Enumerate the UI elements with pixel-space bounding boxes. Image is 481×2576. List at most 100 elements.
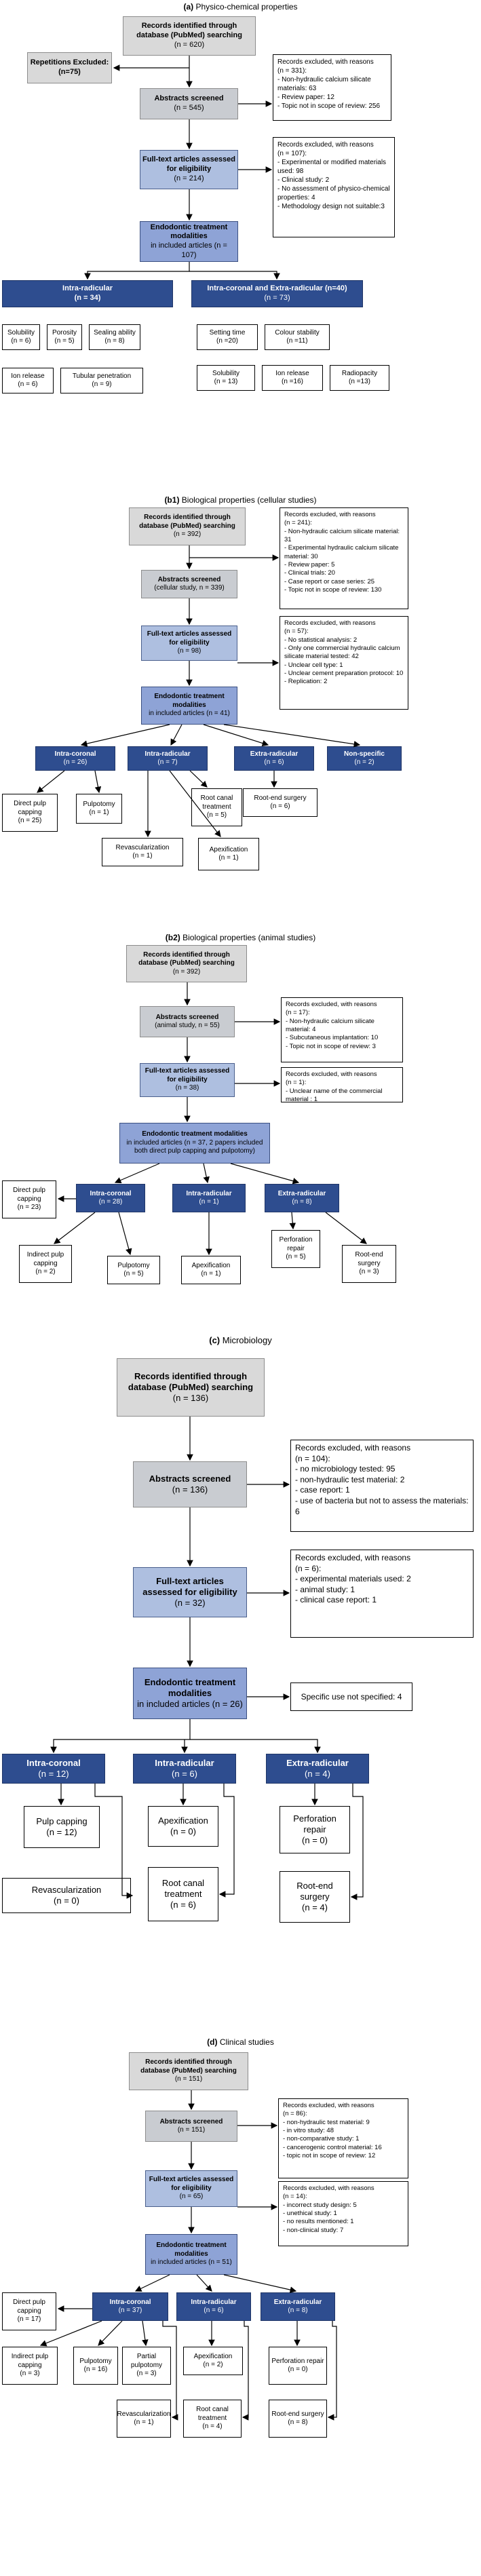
leaf-root-canal-treatment: Root canal treatment(n = 5) <box>191 788 242 826</box>
section-heading: Clinical studies <box>219 2037 274 2047</box>
section-heading: Biological properties (animal studies) <box>182 933 316 942</box>
category-extra-radicular: Extra-radicular(n = 8) <box>261 2292 335 2321</box>
records-identified-box: Records identified through database (Pub… <box>126 945 247 982</box>
section-d: (d) Clinical studies Records identified … <box>0 2037 481 2576</box>
category-intra-radicular: Intra-radicular(n = 7) <box>128 746 208 771</box>
fulltext-assessed-box: Full-text articles assessed for eligibil… <box>141 626 237 661</box>
leaf-root-end-surgery: Root-end surgery(n = 4) <box>280 1871 350 1923</box>
abstracts-screened-box: Abstracts screened (cellular study, n = … <box>141 570 237 598</box>
abstracts-screened-box: Abstracts screened (animal study, n = 55… <box>140 1006 235 1037</box>
fulltext-assessed-box: Full-text articles assessed for eligibil… <box>140 150 238 189</box>
repetitions-excluded-box: Repetitions Excluded: (n=75) <box>27 52 112 83</box>
leaf-root-end-surgery: Root-end surgery(n = 3) <box>342 1245 396 1283</box>
leaf-sealing-ability: Sealing ability(n = 8) <box>89 324 140 350</box>
section-label: (d) <box>207 2037 218 2047</box>
leaf-solubility-2: Solubility(n = 13) <box>197 365 255 391</box>
section-title: (b2) Biological properties (animal studi… <box>0 933 481 942</box>
exclusion-box-2: Records excluded, with reasons (n = 57):… <box>280 616 408 710</box>
records-identified-box: Records identified through database (Pub… <box>129 2052 248 2090</box>
leaf-apexification: Apexification(n = 1) <box>198 838 259 870</box>
fulltext-assessed-box: Full-text articles assessed for eligibil… <box>133 1567 247 1617</box>
endodontic-modalities-box: Endodontic treatment modalities in inclu… <box>145 2234 237 2275</box>
section-heading: Microbiology <box>222 1335 272 1345</box>
leaf-root-canal-treatment: Root canal treatment(n = 6) <box>148 1867 218 1921</box>
section-a: (a) Physico-chemical properties Records … <box>0 0 481 495</box>
leaf-revascularization: Revascularization(n = 1) <box>102 838 183 866</box>
section-title: (d) Clinical studies <box>0 2037 481 2047</box>
section-title: (a) Physico-chemical properties <box>0 2 481 12</box>
category-intra-radicular: Intra-radicular(n = 6) <box>133 1754 236 1784</box>
leaf-pulpotomy: Pulpotomy(n = 1) <box>76 794 122 824</box>
exclusion-box-2: Records excluded, with reasons (n = 107)… <box>273 137 395 237</box>
exclusion-box-2: Records excluded, with reasons (n = 14):… <box>278 2181 408 2246</box>
endodontic-modalities-box: Endodontic treatment modalities in inclu… <box>140 221 238 262</box>
exclusion-box-2: Records excluded, with reasons (n = 1): … <box>281 1067 403 1102</box>
leaf-ion-release-2: Ion release(n =16) <box>262 365 323 391</box>
leaf-root-end-surgery: Root-end surgery(n = 8) <box>269 2400 327 2438</box>
leaf-perforation-repair: Perforation repair(n = 0) <box>269 2347 327 2385</box>
leaf-pulpotomy: Pulpotomy(n = 16) <box>73 2347 118 2385</box>
records-identified-box: Records identified through database (Pub… <box>129 507 246 545</box>
leaf-perforation-repair: Perforation repair(n = 5) <box>271 1230 320 1268</box>
category-intra-coronal: Intra-coronal(n = 28) <box>76 1184 145 1212</box>
endodontic-modalities-box: Endodontic treatment modalities in inclu… <box>133 1668 247 1719</box>
intra-coronal-extra-radicular-box: Intra-coronal and Extra-radicular (n=40)… <box>191 280 363 307</box>
endodontic-modalities-box: Endodontic treatment modalities in inclu… <box>119 1123 270 1164</box>
section-label: (a) <box>183 2 194 12</box>
category-extra-radicular: Extra-radicular(n = 4) <box>266 1754 369 1784</box>
leaf-direct-pulp-capping: Direct pulp capping(n = 23) <box>2 1180 56 1218</box>
exclusion-box-1: Records excluded, with reasons (n = 86):… <box>278 2098 408 2178</box>
intra-radicular-box: Intra-radicular (n = 34) <box>2 280 173 307</box>
leaf-partial-pulpotomy: Partial pulpotomy(n = 3) <box>122 2347 171 2385</box>
section-title: (b1) Biological properties (cellular stu… <box>0 495 481 505</box>
leaf-direct-pulp-capping: Direct pulp capping(n = 25) <box>2 794 58 832</box>
category-extra-radicular: Extra-radicular(n = 6) <box>234 746 314 771</box>
section-b1: (b1) Biological properties (cellular stu… <box>0 495 481 936</box>
leaf-ion-release: Ion release(n = 6) <box>2 368 54 393</box>
leaf-tubular-penetration: Tubular penetration(n = 9) <box>60 368 143 393</box>
section-heading: Biological properties (cellular studies) <box>181 495 317 505</box>
category-non-specific: Non-specific(n = 2) <box>327 746 402 771</box>
abstracts-screened-box: Abstracts screened (n = 136) <box>133 1461 247 1507</box>
section-title: (c) Microbiology <box>0 1335 481 1345</box>
leaf-revascularization: Revascularization(n = 0) <box>2 1878 131 1913</box>
leaf-solubility: Solubility(n = 6) <box>2 324 40 350</box>
abstracts-screened-box: Abstracts screened (n = 151) <box>145 2111 237 2142</box>
exclusion-box-2: Records excluded, with reasons (n = 6): … <box>290 1550 474 1638</box>
fulltext-assessed-box: Full-text articles assessed for eligibil… <box>140 1063 235 1097</box>
exclusion-box-1: Records excluded, with reasons (n = 241)… <box>280 507 408 609</box>
specific-use-box: Specific use not specified: 4 <box>290 1683 412 1711</box>
leaf-apexification: Apexification(n = 1) <box>181 1256 241 1284</box>
section-label: (b2) <box>165 933 180 942</box>
leaf-apexification: Apexification(n = 0) <box>148 1806 218 1847</box>
leaf-pulp-capping: Pulp capping(n = 12) <box>24 1806 100 1848</box>
section-heading: Physico-chemical properties <box>195 2 298 12</box>
category-intra-coronal: Intra-coronal(n = 26) <box>35 746 115 771</box>
records-identified-box: Records identified through database (Pub… <box>117 1358 265 1417</box>
leaf-indirect-pulp-capping: Indirect pulp capping(n = 3) <box>2 2347 58 2385</box>
section-b2: (b2) Biological properties (animal studi… <box>0 933 481 1337</box>
leaf-indirect-pulp-capping: Indirect pulp capping(n = 2) <box>19 1245 72 1283</box>
category-intra-radicular: Intra-radicular(n = 1) <box>172 1184 246 1212</box>
leaf-direct-pulp-capping: Direct pulp capping(n = 17) <box>2 2292 56 2330</box>
leaf-root-canal-treatment: Root canal treatment(n = 4) <box>183 2400 242 2438</box>
leaf-radiopacity: Radiopacity(n =13) <box>330 365 389 391</box>
leaf-perforation-repair: Perforation repair(n = 0) <box>280 1806 350 1853</box>
category-intra-coronal: Intra-coronal(n = 12) <box>2 1754 105 1784</box>
leaf-root-end-surgery: Root-end surgery(n = 6) <box>243 788 318 817</box>
category-intra-radicular: Intra-radicular(n = 6) <box>176 2292 251 2321</box>
section-label: (b1) <box>164 495 180 505</box>
category-extra-radicular: Extra-radicular(n = 8) <box>265 1184 339 1212</box>
exclusion-box-1: Records excluded, with reasons (n = 17):… <box>281 997 403 1062</box>
fulltext-assessed-box: Full-text articles assessed for eligibil… <box>145 2170 237 2207</box>
exclusion-box-1: Records excluded, with reasons (n = 331)… <box>273 54 391 121</box>
leaf-setting-time: Setting time(n =20) <box>197 324 258 350</box>
leaf-pulpotomy: Pulpotomy(n = 5) <box>107 1256 160 1284</box>
leaf-colour-stability: Colour stability(n =11) <box>265 324 330 350</box>
endodontic-modalities-box: Endodontic treatment modalities in inclu… <box>141 687 237 725</box>
records-identified-box: Records identified through database (Pub… <box>123 16 256 56</box>
exclusion-box-1: Records excluded, with reasons (n = 104)… <box>290 1440 474 1532</box>
category-intra-coronal: Intra-coronal(n = 37) <box>92 2292 168 2321</box>
abstracts-screened-box: Abstracts screened (n = 545) <box>140 88 238 119</box>
section-c: (c) Microbiology Records identified thro… <box>0 1335 481 2037</box>
